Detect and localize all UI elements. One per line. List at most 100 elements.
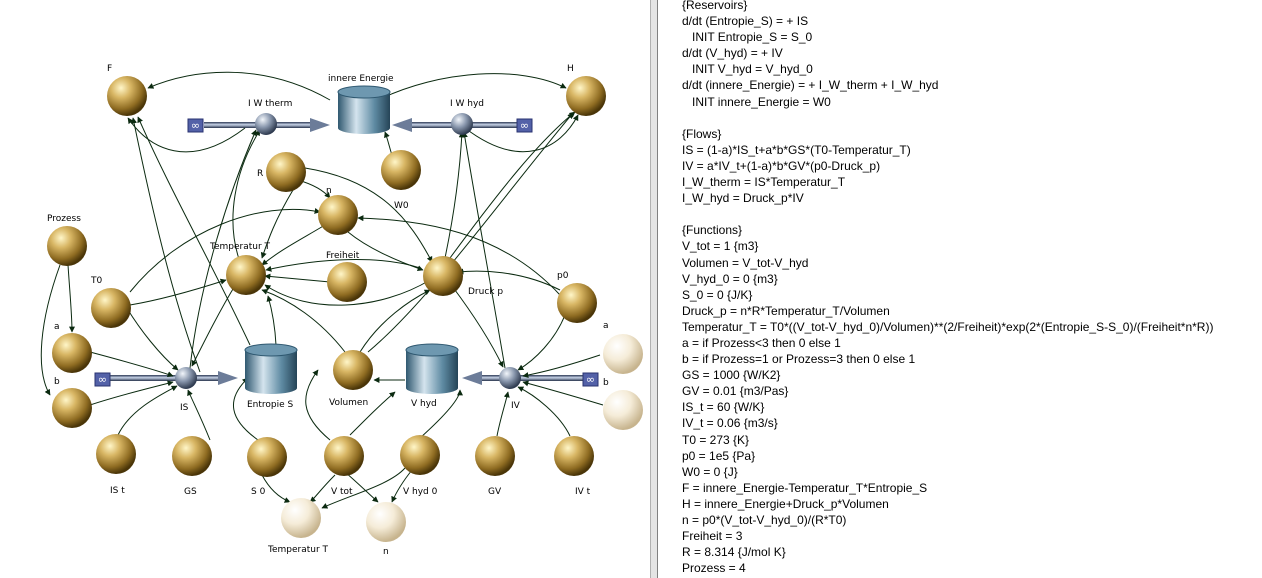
label-innere-energie: innere Energie: [328, 74, 394, 84]
node-temperatur-t-output[interactable]: [281, 498, 321, 538]
equation-line: I_W_therm = IS*Temperatur_T: [682, 175, 846, 190]
label-v-hyd: V hyd: [411, 399, 437, 409]
equation-line: H = innere_Energie+Druck_p*Volumen: [682, 496, 889, 511]
node-f[interactable]: [107, 76, 147, 116]
label-prozess: Prozess: [47, 214, 81, 224]
equation-line: b = if Prozess=1 or Prozess=3 then 0 els…: [682, 352, 916, 367]
node-v-hyd-0[interactable]: [400, 435, 440, 475]
flow-valves[interactable]: [175, 113, 521, 389]
node-b-right[interactable]: [603, 390, 643, 430]
label-v-hyd-0: V hyd 0: [403, 487, 438, 497]
label-s0: S 0: [251, 487, 266, 497]
node-s0[interactable]: [247, 437, 287, 477]
equation-line: INIT V_hyd = V_hyd_0: [682, 62, 813, 77]
node-is-t[interactable]: [96, 434, 136, 474]
equations-pane[interactable]: {Reservoirs}d/dt (Entropie_S) = + IS INI…: [658, 0, 1262, 578]
node-a-left[interactable]: [52, 333, 92, 373]
node-volumen[interactable]: [333, 350, 373, 390]
equation-line: d/dt (innere_Energie) = + I_W_therm + I_…: [682, 78, 939, 93]
label-t0: T0: [90, 276, 102, 286]
pane-splitter[interactable]: [650, 0, 658, 578]
equation-line: IV_t = 0.06 {m3/s}: [682, 416, 778, 431]
equation-line: Prozess = 4: [682, 561, 746, 576]
equation-line: n = p0*(V_tot-V_hyd_0)/(R*T0): [682, 513, 847, 527]
infinity-icon: ∞: [191, 119, 200, 132]
equation-line: IS_t = 60 {W/K}: [682, 400, 765, 415]
equation-line: W0 = 0 {J}: [682, 464, 738, 479]
label-a-left: a: [54, 322, 60, 332]
node-temperatur-t[interactable]: [226, 255, 266, 295]
node-w0[interactable]: [381, 150, 421, 190]
connector-arrows: [40, 71, 604, 509]
valve-is[interactable]: [175, 367, 197, 389]
label-n: n: [326, 186, 332, 196]
label-freiheit: Freiheit: [326, 251, 360, 261]
label-n-output: n: [383, 547, 389, 557]
equation-line: F = innere_Energie-Temperatur_T*Entropie…: [682, 480, 928, 495]
equation-line: S_0 = 0 {J/K}: [682, 287, 753, 302]
node-freiheit[interactable]: [327, 262, 367, 302]
label-a-right: a: [603, 321, 609, 331]
equation-line: Volumen = V_tot-V_hyd: [682, 255, 809, 270]
label-temperatur-t: Temperatur T: [209, 242, 271, 252]
infinity-icon: ∞: [98, 373, 107, 386]
node-t0[interactable]: [91, 288, 131, 328]
node-r[interactable]: [266, 152, 306, 192]
node-n[interactable]: [318, 195, 358, 235]
label-volumen: Volumen: [329, 398, 368, 408]
valve-iv[interactable]: [499, 367, 521, 389]
reservoirs[interactable]: [244, 85, 459, 394]
label-is-t: IS t: [110, 486, 125, 496]
model-diagram[interactable]: ∞ ∞ ∞ ∞: [0, 0, 650, 578]
valve-iw-therm[interactable]: [255, 113, 277, 135]
equation-line: IS = (1-a)*IS_t+a*b*GS*(T0-Temperatur_T): [682, 142, 911, 157]
label-temperatur-t-output: Temperatur T: [267, 545, 329, 555]
node-iv-t[interactable]: [554, 436, 594, 476]
infinity-icon: ∞: [520, 119, 529, 132]
equation-line: V_hyd_0 = 0 {m3}: [682, 271, 778, 286]
equation-line: Temperatur_T = T0*((V_tot-V_hyd_0)/Volum…: [682, 319, 1214, 334]
label-h: H: [567, 64, 574, 74]
equation-line: {Reservoirs}: [682, 0, 748, 12]
equation-line: V_tot = 1 {m3}: [682, 239, 759, 254]
variable-nodes[interactable]: [47, 76, 643, 542]
tank-entropie-s[interactable]: [244, 343, 298, 394]
label-b-left: b: [54, 377, 60, 387]
label-w0: W0: [394, 201, 409, 211]
equation-line: Druck_p = n*R*Temperatur_T/Volumen: [682, 303, 890, 318]
label-v-tot: V tot: [331, 487, 353, 497]
equation-line: [682, 206, 1262, 222]
label-iv: IV: [511, 401, 521, 411]
node-a-right[interactable]: [603, 334, 643, 374]
label-druck-p: Druck p: [468, 287, 503, 297]
label-gv: GV: [488, 487, 502, 497]
label-iv-t: IV t: [575, 487, 591, 497]
valve-iw-hyd[interactable]: [451, 113, 473, 135]
node-gv[interactable]: [475, 436, 515, 476]
equation-line: GS = 1000 {W/K2}: [682, 368, 781, 383]
label-iw-hyd: I W hyd: [450, 99, 484, 109]
equation-line: R = 8.314 {J/mol K}: [682, 545, 786, 560]
node-b-left[interactable]: [52, 388, 92, 428]
equation-line: Freiheit = 3: [682, 529, 743, 544]
diagram-pane[interactable]: ∞ ∞ ∞ ∞: [0, 0, 650, 578]
node-v-tot[interactable]: [324, 436, 364, 476]
equation-line: T0 = 273 {K}: [682, 432, 750, 447]
label-is: IS: [180, 403, 189, 413]
tank-v-hyd[interactable]: [405, 343, 459, 394]
node-n-output[interactable]: [366, 502, 406, 542]
label-b-right: b: [603, 378, 609, 388]
equation-line: IV = a*IV_t+(1-a)*b*GV*(p0-Druck_p): [682, 158, 881, 173]
equation-line: a = if Prozess<3 then 0 else 1: [682, 335, 841, 350]
node-h[interactable]: [566, 76, 606, 116]
node-druck-p[interactable]: [423, 256, 463, 296]
label-iw-therm: I W therm: [248, 99, 292, 109]
tank-innere-energie[interactable]: [337, 85, 391, 134]
node-gs[interactable]: [172, 436, 212, 476]
equations-listing[interactable]: {Reservoirs}d/dt (Entropie_S) = + IS INI…: [658, 0, 1262, 578]
node-prozess[interactable]: [47, 226, 87, 266]
infinity-sources[interactable]: ∞ ∞ ∞ ∞: [94, 118, 599, 387]
equation-line: p0 = 1e5 {Pa}: [682, 448, 756, 463]
equation-line: {Functions}: [682, 223, 743, 238]
node-p0[interactable]: [557, 283, 597, 323]
